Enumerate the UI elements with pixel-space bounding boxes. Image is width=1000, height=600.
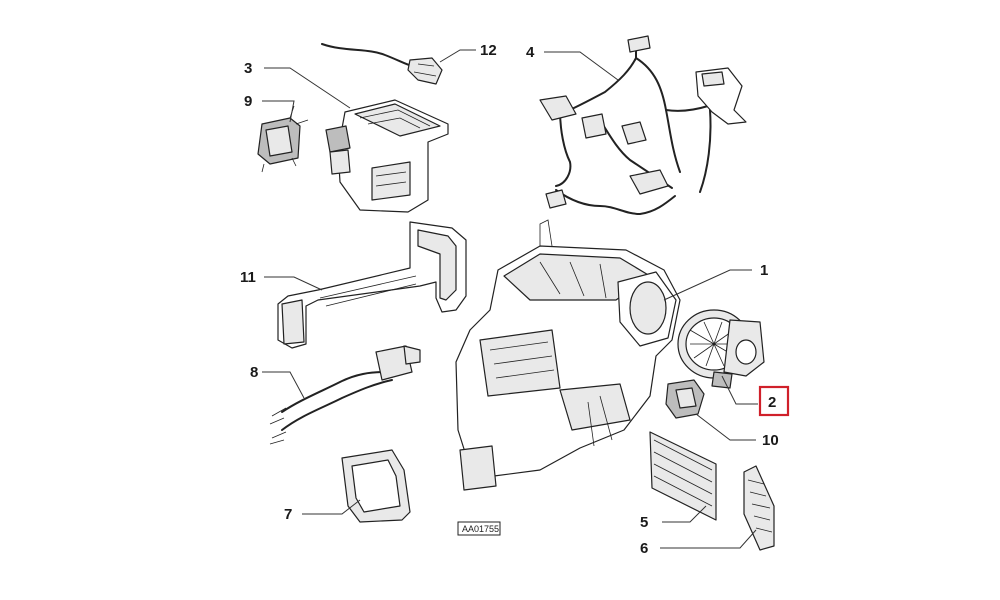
callout-2[interactable]: 2 (721, 375, 790, 417)
callout-1: 1 (663, 262, 768, 301)
part-11-air-duct[interactable] (277, 221, 467, 349)
callout-label-9: 9 (244, 93, 252, 110)
callout-6: 6 (640, 529, 757, 557)
part-8-heater-pipes[interactable] (269, 345, 421, 445)
part-12-sensor[interactable] (321, 43, 443, 85)
callout-label-6: 6 (640, 540, 648, 557)
callout-label-3: 3 (244, 60, 252, 77)
callout-11: 11 (240, 269, 323, 291)
callout-2-highlight (758, 385, 790, 417)
part-7-filter-frame[interactable] (341, 449, 411, 523)
callout-label-10: 10 (762, 432, 779, 449)
reference-code-tag: AA01755 (457, 521, 501, 536)
part-3-distribution-box[interactable] (325, 99, 449, 213)
part-9-actuator[interactable] (257, 105, 309, 173)
callout-10: 10 (695, 413, 779, 449)
callout-9: 9 (244, 93, 295, 123)
part-2-blower-motor[interactable] (677, 309, 765, 389)
callout-4: 4 (526, 44, 619, 81)
callout-label-1: 1 (760, 262, 768, 279)
callout-8: 8 (250, 364, 305, 399)
callout-12: 12 (439, 42, 497, 63)
part-5-cabin-filter[interactable] (649, 431, 717, 521)
callout-label-8: 8 (250, 364, 258, 381)
part-6-vent-strip[interactable] (743, 465, 775, 551)
callout-label-2: 2 (768, 394, 776, 411)
callout-label-5: 5 (640, 514, 648, 531)
part-4-wiring-harness[interactable] (539, 35, 747, 215)
callout-label-11: 11 (240, 269, 256, 286)
callout-5: 5 (640, 505, 707, 531)
callout-3: 3 (244, 60, 351, 109)
callout-7: 7 (284, 499, 361, 523)
callout-label-12: 12 (480, 42, 497, 59)
callout-label-7: 7 (284, 506, 292, 523)
part-1-hvac-housing[interactable] (455, 219, 681, 491)
reference-code-text: AA01755 (462, 524, 499, 534)
part-10-resistor[interactable] (665, 379, 705, 419)
callout-label-4: 4 (526, 44, 535, 61)
